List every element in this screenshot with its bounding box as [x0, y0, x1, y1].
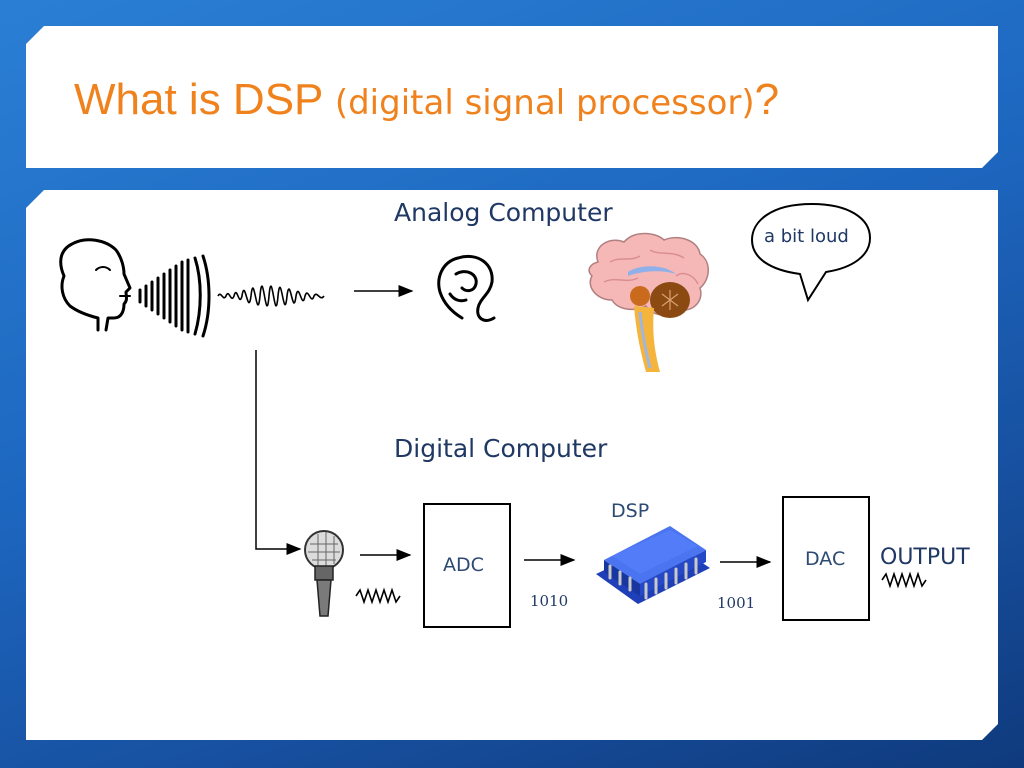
- digital-computer-heading: Digital Computer: [394, 434, 608, 463]
- dac-label: DAC: [805, 548, 846, 570]
- speaking-head-icon: [59, 238, 132, 332]
- microphone-icon: [304, 530, 344, 617]
- speech-bubble-text: a bit loud: [764, 226, 849, 247]
- sound-bars-icon: [138, 254, 211, 338]
- title-parenthetical: (digital signal processor): [334, 83, 755, 123]
- dac-box: [782, 496, 870, 621]
- brain-icon: [588, 232, 709, 372]
- adc-box: [423, 503, 511, 628]
- analog-computer-heading: Analog Computer: [394, 198, 613, 227]
- dsp-output-bits: 1001: [717, 594, 756, 612]
- title-main: What is DSP: [74, 75, 335, 124]
- ear-icon: [437, 255, 496, 322]
- speech-bubble: [750, 202, 872, 303]
- slide-title: What is DSP (digital signal processor)?: [74, 72, 779, 131]
- title-question-mark: ?: [754, 75, 780, 124]
- input-wave-icon: [355, 587, 401, 605]
- output-label: OUTPUT: [880, 545, 970, 570]
- output-wave-icon: [881, 571, 927, 589]
- title-panel: [26, 26, 998, 168]
- connector-line: [255, 350, 302, 555]
- chip-icon: [596, 526, 710, 604]
- adc-label: ADC: [443, 554, 484, 576]
- analog-wave-icon: [217, 285, 325, 307]
- dsp-label: DSP: [611, 500, 650, 522]
- adc-output-bits: 1010: [530, 592, 569, 610]
